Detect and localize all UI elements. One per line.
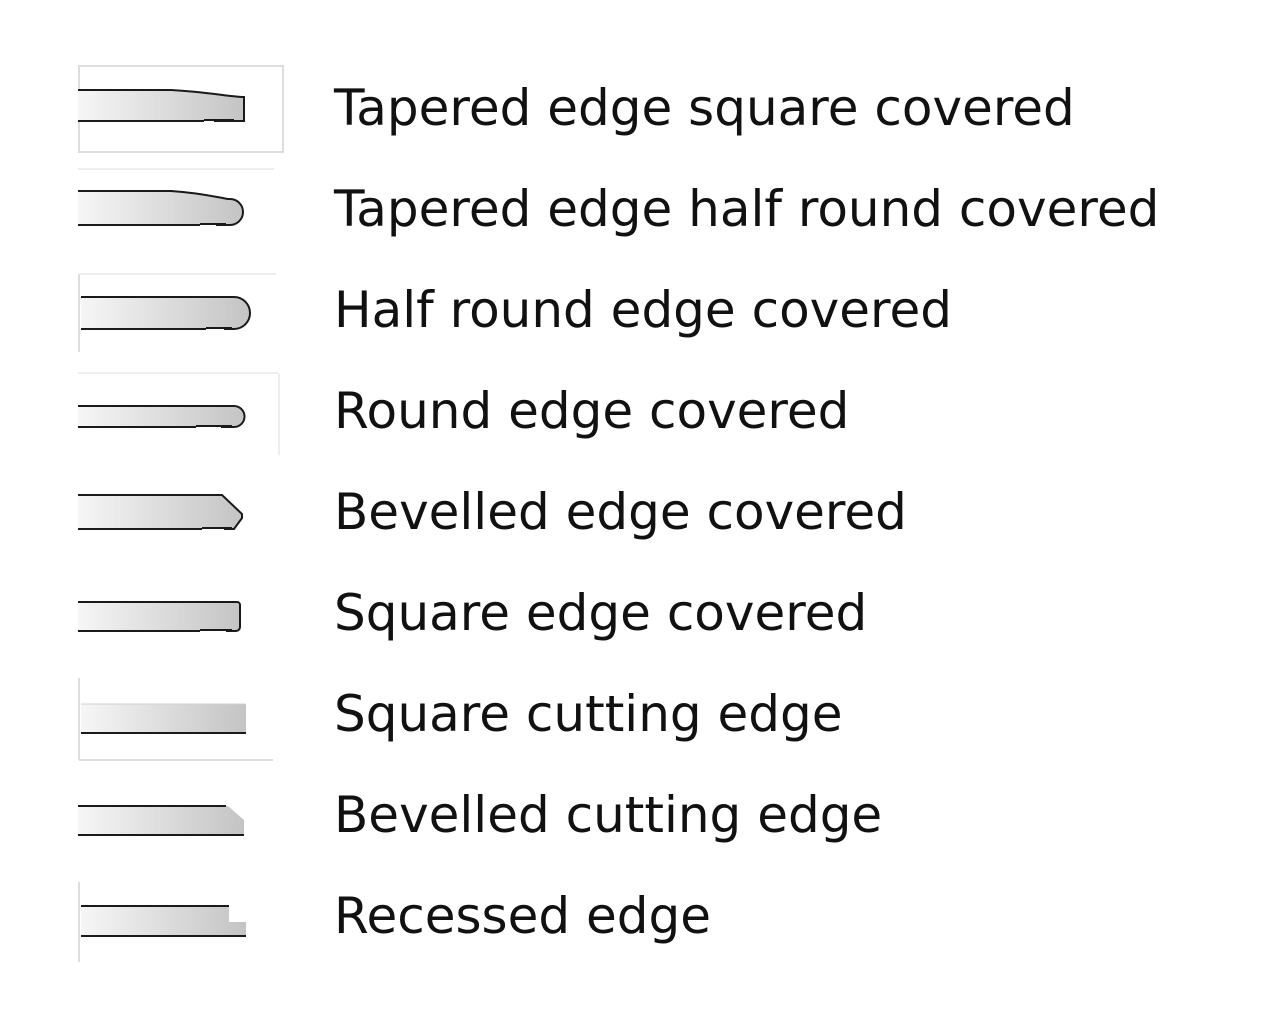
- legend-label: Recessed edge: [334, 887, 712, 945]
- square-cutting-edge-icon: [76, 666, 286, 767]
- legend-row: Bevelled cutting edge: [0, 767, 1280, 868]
- bevelled-cutting-edge-icon: [76, 767, 286, 868]
- legend-label: Square edge covered: [334, 584, 868, 642]
- legend-label: Half round edge covered: [334, 281, 952, 339]
- legend-row: Tapered edge half round covered: [0, 161, 1280, 262]
- legend-row: Square edge covered: [0, 565, 1280, 666]
- legend-row: Half round edge covered: [0, 262, 1280, 363]
- legend-label: Square cutting edge: [334, 685, 843, 743]
- legend-row: Recessed edge: [0, 868, 1280, 969]
- round-edge-covered-icon: [76, 363, 286, 464]
- bevelled-edge-covered-icon: [76, 464, 286, 565]
- half-round-edge-covered-icon: [76, 262, 286, 363]
- legend-label: Bevelled cutting edge: [334, 786, 883, 844]
- recessed-edge-icon: [76, 868, 286, 969]
- legend-label: Round edge covered: [334, 382, 850, 440]
- legend-label: Tapered edge square covered: [334, 79, 1075, 137]
- square-edge-covered-icon: [76, 565, 286, 666]
- legend-row: Bevelled edge covered: [0, 464, 1280, 565]
- legend-row: Square cutting edge: [0, 666, 1280, 767]
- legend-label: Bevelled edge covered: [334, 483, 907, 541]
- tapered-edge-square-covered-icon: [76, 60, 286, 161]
- tapered-edge-half-round-covered-icon: [76, 161, 286, 262]
- legend-row: Round edge covered: [0, 363, 1280, 464]
- legend-row: Tapered edge square covered: [0, 60, 1280, 161]
- legend-label: Tapered edge half round covered: [334, 180, 1160, 238]
